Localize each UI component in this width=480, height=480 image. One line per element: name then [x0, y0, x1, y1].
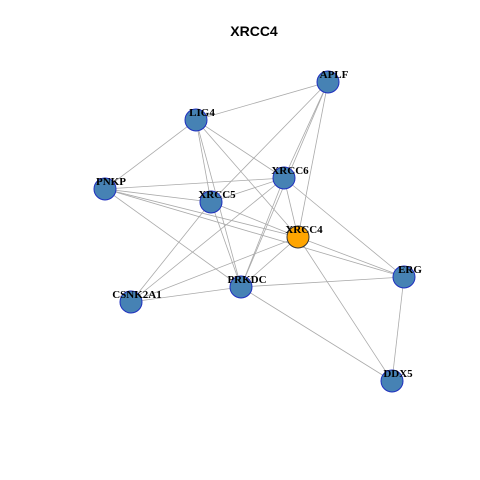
- node-xrcc4: [286, 225, 310, 249]
- edge-xrcc4-ddx5: [297, 236, 393, 382]
- edge-xrcc4-erg: [297, 236, 405, 278]
- node-label-xrcc6: XRCC6: [271, 165, 309, 177]
- node-xrcc5: [199, 190, 223, 214]
- node-lig4: [184, 108, 208, 132]
- edge-lig4-pnkp: [104, 119, 197, 190]
- node-label-xrcc5: XRCC5: [198, 189, 236, 201]
- node-label-pnkp: PNKP: [96, 176, 126, 188]
- edges-layer: [104, 81, 405, 382]
- edge-aplf-xrcc5: [210, 81, 329, 203]
- edge-xrcc4-csnk2a1: [130, 236, 299, 303]
- node-aplf: [316, 70, 340, 94]
- edge-pnkp-xrcc4: [104, 188, 299, 238]
- edge-xrcc6-csnk2a1: [130, 177, 285, 303]
- node-label-ddx5: DDX5: [383, 368, 413, 380]
- edge-lig4-xrcc4: [195, 119, 299, 238]
- node-xrcc6: [272, 166, 296, 190]
- edge-lig4-xrcc6: [195, 119, 285, 179]
- node-erg: [392, 265, 416, 289]
- edge-aplf-lig4: [195, 81, 329, 121]
- node-pnkp: [93, 177, 117, 201]
- edge-xrcc5-xrcc4: [210, 201, 299, 238]
- edge-prkdc-erg: [240, 276, 405, 288]
- node-label-xrcc4: XRCC4: [285, 224, 323, 236]
- edge-pnkp-prkdc: [104, 188, 242, 288]
- edge-xrcc6-prkdc: [240, 177, 285, 288]
- diagram-title: XRCC4: [230, 23, 278, 39]
- edge-xrcc5-csnk2a1: [130, 201, 212, 303]
- edge-lig4-xrcc5: [195, 119, 212, 203]
- node-ddx5: [380, 369, 404, 393]
- node-label-erg: ERG: [398, 264, 422, 276]
- node-csnk2a1: [119, 290, 143, 314]
- edge-pnkp-xrcc5: [104, 188, 212, 203]
- edge-prkdc-csnk2a1: [130, 286, 242, 303]
- node-label-csnk2a1: CSNK2A1: [112, 289, 162, 301]
- edge-aplf-xrcc6: [283, 81, 329, 179]
- edge-prkdc-ddx5: [240, 286, 393, 382]
- edge-xrcc6-erg: [283, 177, 405, 278]
- nodes-layer: [93, 70, 416, 393]
- edge-aplf-xrcc4: [297, 81, 329, 238]
- edge-xrcc5-prkdc: [210, 201, 242, 288]
- node-prkdc: [229, 275, 253, 299]
- edge-pnkp-erg: [104, 188, 405, 278]
- node-label-lig4: LIG4: [189, 107, 215, 119]
- edge-xrcc6-pnkp: [104, 177, 285, 190]
- node-label-prkdc: PRKDC: [227, 274, 266, 286]
- edge-xrcc6-xrcc5: [210, 177, 285, 203]
- edge-erg-ddx5: [391, 276, 405, 382]
- edge-xrcc4-prkdc: [240, 236, 299, 288]
- node-label-aplf: APLF: [320, 69, 349, 81]
